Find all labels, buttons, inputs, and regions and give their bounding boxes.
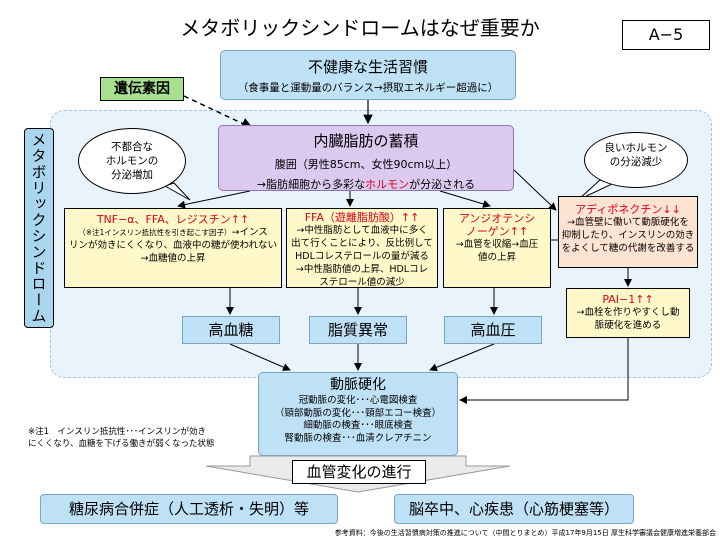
genetic-factor-box: 遺伝素因 [100, 77, 184, 101]
metabolic-syndrome-label-text: メタボリックシンドローム [29, 132, 48, 324]
arteriosclerosis-title: 動脈硬化 [330, 377, 386, 393]
angio-line: 値の上昇 [477, 252, 516, 263]
bubble-right-line: の分泌減少 [609, 156, 663, 168]
ffa-line: HDLコレステロールの量が減る [295, 251, 429, 262]
bubble-left-line: 不都合な [111, 141, 153, 153]
footnote-line: ※注1 インスリン抵抗性･･･インスリンが効き [28, 427, 206, 437]
athero-line: 冠動脈の変化･･･心電図検査 [298, 395, 418, 406]
visceral-fat-box: 内臓脂肪の蓄積 腹囲（男性85cm、女性90cm以上） →脂肪細胞から多彩なホル… [218, 125, 514, 191]
adipo-line: →血管壁に働いて動脈硬化を [567, 217, 689, 228]
tnf-box: TNF−α、FFA、レジスチン↑↑ （※注1インスリン抵抗性を引き起こす因子）→… [64, 208, 282, 288]
angio-heading: アンジオテンシ [458, 212, 536, 225]
footnote-line: にくくなり、血糖を下げる働きが弱くなった状態 [28, 439, 215, 449]
arrow-visceral-to-tnf [177, 190, 251, 209]
bubble-left-line: ホルモンの [105, 155, 159, 167]
pai-heading: PAI−1↑↑ [602, 293, 654, 306]
arrow-glucose-to-athero [229, 343, 291, 371]
bubble-right-line: 良いホルモン [604, 142, 668, 154]
ffa-heading: FFA（遊離脂肪酸）↑↑ [304, 211, 420, 224]
angio-heading: ノーゲン↑↑ [465, 225, 529, 238]
arteriosclerosis-box: 動脈硬化 冠動脈の変化･･･心電図検査 （頸部動脈の変化･･･頸部エコー検査） … [258, 372, 458, 456]
arrow-visceral-to-adipo [513, 169, 557, 211]
pai1-box: PAI−1↑↑ →血栓を作りやすくし動 脈硬化を進める [566, 288, 690, 338]
stroke-heart-disease-box: 脳卒中、心疾患（心筋梗塞等） [394, 494, 634, 524]
tnf-line: →血糖値の上昇 [140, 253, 206, 264]
bubble-left-line: 分泌増加 [111, 169, 153, 181]
hyperglycemia-box: 高血糖 [182, 316, 280, 344]
vascular-progress-label: 血管変化の進行 [292, 460, 426, 484]
pai-line: →血栓を作りやすくし動 [576, 307, 680, 318]
page-title: メタボリックシンドロームはなぜ重要か [180, 16, 540, 40]
ffa-line: →中性脂肪として血液中に多く [296, 225, 428, 236]
bubble-left-tail [163, 182, 191, 201]
arrow-pai-to-athero [459, 338, 629, 404]
arrow-visceral-to-angio [439, 190, 491, 208]
athero-line: 細動脈の検査･･･眼底検査 [303, 420, 413, 431]
adiponectin-box: アディポネクチン↓↓ →血管壁に働いて動脈硬化を 抑制したり、インスリンの効き … [558, 196, 698, 268]
visceral-fat-hormone-line: →脂肪細胞から多彩なホルモンが分泌される [256, 178, 476, 191]
visceral-fat-waist: 腹囲（男性85cm、女性90cm以上） [274, 158, 458, 171]
athero-line: （頸部動脈の変化･･･頸部エコー検査） [274, 407, 442, 419]
adipo-line: をよくして糖の代謝を改善する [561, 243, 695, 254]
dyslipidemia-box: 脂質異常 [309, 316, 407, 344]
slide-id-badge: A−5 [622, 20, 710, 50]
visceral-fat-title: 内臓脂肪の蓄積 [313, 132, 419, 150]
pai-line: 脈硬化を進める [594, 320, 662, 331]
insulin-resistance-footnote: ※注1 インスリン抵抗性･･･インスリンが効き にくくなり、血糖を下げる働きが弱… [28, 426, 248, 450]
unhealthy-lifestyle-box: 不健康な生活習慣 （食事量と運動量のバランス→摂取エネルギー超過に） [220, 50, 516, 100]
ffa-line: 出て行くことにより、反比例して [291, 238, 433, 249]
ffa-box: FFA（遊離脂肪酸）↑↑ →中性脂肪として血液中に多く 出て行くことにより、反比… [286, 208, 438, 288]
athero-line: 腎動脈の検査･･･血清クレアチニン [284, 432, 432, 444]
arrow-bp-to-athero [429, 343, 495, 372]
unhealthy-lifestyle-subtitle: （食事量と運動量のバランス→摂取エネルギー超過に） [237, 82, 499, 94]
adipo-heading: アディポネクチン↓↓ [575, 203, 681, 216]
ffa-line: ステロール値の減少 [319, 277, 405, 288]
adipo-line: 抑制したり、インスリンの効き [561, 230, 695, 241]
hypertension-box: 高血圧 [444, 316, 542, 344]
diabetes-complications-box: 糖尿病合併症（人工透析・失明）等 [40, 494, 338, 524]
unhealthy-lifestyle-title: 不健康な生活習慣 [307, 58, 428, 76]
arrow-gene-dashed [183, 95, 254, 129]
reference-note: 参考資料：今後の生活習慣病対策の推進について（中間とりまとめ）平成17年9月15… [334, 529, 716, 537]
tnf-line: リンが効きにくくなり、血液中の糖が使われない [69, 240, 277, 251]
bubble-harmful-hormone: 不都合な ホルモンの 分泌増加 [78, 128, 186, 194]
ffa-line: →中性脂肪値の上昇、HDLコレ [295, 264, 429, 275]
angiotensinogen-box: アンジオテンシ ノーゲン↑↑ →血管を収縮→血圧 値の上昇 [443, 208, 551, 288]
bubble-good-hormone: 良いホルモン の分泌減少 [584, 132, 688, 188]
tnf-heading: TNF−α、FFA、レジスチン↑↑ [96, 213, 250, 226]
angio-line: →血管を収縮→血圧 [455, 239, 539, 250]
metabolic-syndrome-label: メタボリックシンドローム [24, 128, 54, 328]
tnf-line: （※注1インスリン抵抗性を引き起こす因子）→インス [78, 227, 268, 238]
